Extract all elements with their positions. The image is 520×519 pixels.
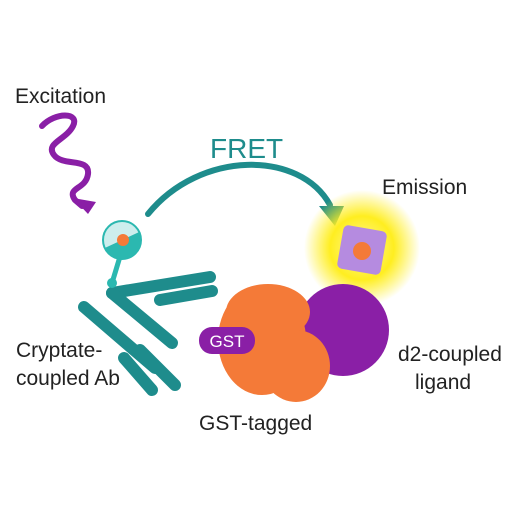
donor-dot <box>117 234 129 246</box>
gst-badge <box>199 327 255 354</box>
fret-label: FRET <box>210 133 283 164</box>
donor-stick-knob <box>107 278 117 288</box>
d2-label-line1: d2-coupled <box>398 343 502 366</box>
cryptate-label-line2: coupled Ab <box>16 367 120 390</box>
gst-tagged-protein <box>218 284 330 402</box>
excitation-arrowhead <box>73 198 96 214</box>
gst-badge-label: GST <box>210 332 245 351</box>
emission-label: Emission <box>382 176 467 199</box>
antibody-shape <box>78 271 218 396</box>
d2-label-line2: ligand <box>415 371 471 394</box>
cryptate-label-line1: Cryptate- <box>16 339 102 362</box>
excitation-wave-arrow <box>39 112 91 209</box>
acceptor-dot <box>353 242 371 260</box>
gst-tagged-label: GST-tagged <box>199 412 312 435</box>
fret-arc-arrow <box>145 161 333 217</box>
excitation-label: Excitation <box>15 85 106 108</box>
